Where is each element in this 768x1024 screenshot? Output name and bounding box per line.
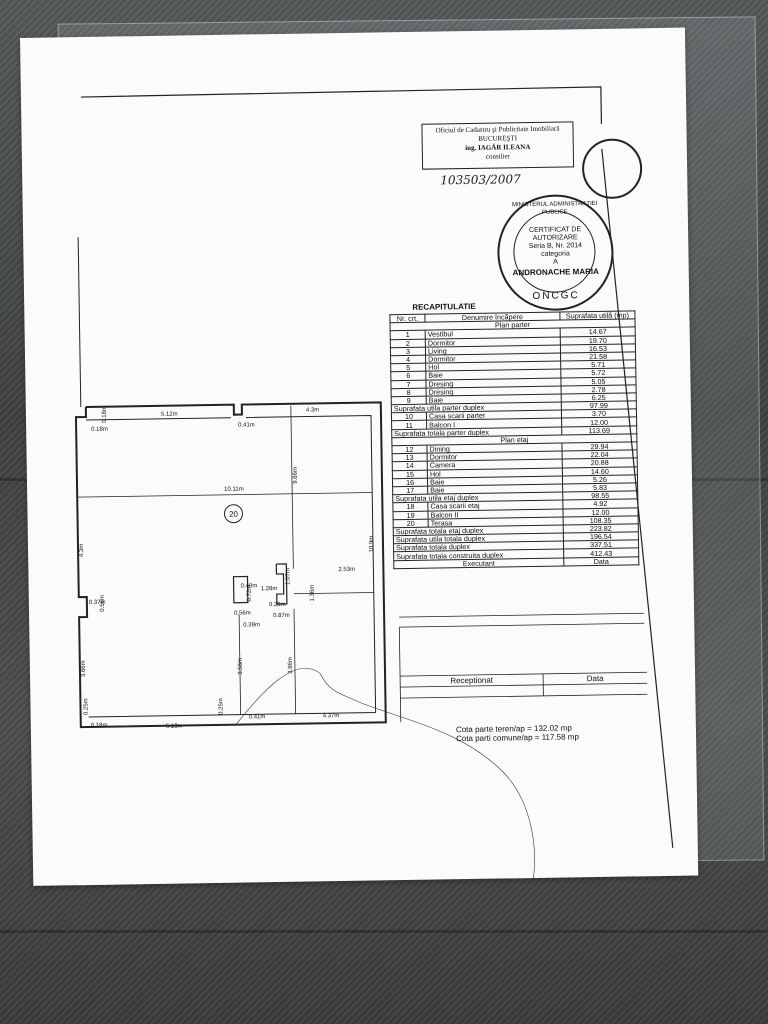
- dimension-label: 1.28m: [261, 586, 278, 592]
- dimension-label: 0.56m: [234, 610, 251, 616]
- dimension-label: 0.41m: [238, 422, 255, 428]
- dimension-label: 0.72m: [247, 585, 253, 602]
- dimension-label: 3.86m: [288, 657, 294, 674]
- recap-table: Nr. crt. Denumire încăpere Suprafata uti…: [389, 310, 639, 569]
- dimension-label: 1.36m: [310, 585, 316, 602]
- dimension-label: 0.18m: [91, 723, 108, 729]
- dimension-label: 0.18m: [91, 427, 108, 433]
- dimension-label: 0.40m: [241, 583, 258, 589]
- dimension-label: 0.87m: [273, 613, 290, 619]
- dimension-label: 5.12m: [161, 412, 178, 418]
- dimension-label: 0.41m: [249, 714, 266, 720]
- dimension-label: 3.66m: [81, 660, 87, 677]
- dimension-label: 0.25m: [218, 698, 224, 715]
- recap-title: RECAPITULATIE: [412, 301, 476, 312]
- dimension-label: 0.18m: [102, 406, 108, 423]
- cadastre-office-stamp: Oficiul de Cadastru şi Publicitate Imobi…: [421, 121, 575, 170]
- dimension-label: 5.13m: [166, 724, 183, 730]
- floor-plan-drawing: 20 5.12m 4.3m 0.41m 0.18m 0.18m 10.11m 9.66m 4.…: [74, 86, 674, 879]
- room-number-label: 20: [229, 510, 239, 519]
- dimension-label: 0.25m: [83, 698, 89, 715]
- stamp-office-line4: consilier: [485, 152, 511, 161]
- cushion-seam: [0, 930, 768, 933]
- dimension-label: 10.9m: [369, 536, 375, 553]
- dimension-label: 0.56m: [100, 595, 106, 612]
- floor-plan-document: 20 5.12m 4.3m 0.41m 0.18m 0.18m 10.11m 9.66m 4.…: [20, 27, 699, 886]
- dimension-label: 10.11m: [224, 487, 244, 493]
- receptionat-date: Data: [586, 673, 604, 684]
- cota-comune: Cota parti comune/ap = 117.58 mp: [455, 732, 579, 744]
- dimension-labels: 5.12m 4.3m 0.41m 0.18m 0.18m 10.11m 9.66m 4.3m 0…: [79, 406, 375, 730]
- dimension-label: 0.37m: [89, 600, 106, 606]
- authorization-stamp: MINISTERUL ADMINISTRAȚIEI PUBLICE CERTIF…: [496, 193, 615, 312]
- recap-header-area: Suprafata utilă (mp): [559, 311, 635, 321]
- stamp-name: ANDRONACHE MARIA: [512, 266, 599, 278]
- dimension-label: 4.37m: [323, 713, 340, 719]
- dimension-label: 3.56m: [238, 658, 244, 675]
- dimension-label: 1.07m: [285, 568, 291, 585]
- cota-notes: Cota parte teren/ap = 132.02 mp Cota par…: [456, 723, 579, 743]
- dimension-label: 2.53m: [338, 567, 355, 573]
- dimension-label: 4.3m: [306, 407, 319, 413]
- dimension-label: 4.3m: [79, 544, 85, 557]
- stamp-outer-text: MINISTERUL ADMINISTRAȚIEI PUBLICE: [511, 200, 598, 216]
- dimension-label: 0.28m: [269, 602, 286, 608]
- handwritten-registration-number: 103503/2007: [440, 172, 521, 188]
- dimension-label: 9.66m: [293, 467, 299, 484]
- executant-date: Data: [563, 556, 639, 566]
- dimension-label: 0.39m: [243, 622, 260, 628]
